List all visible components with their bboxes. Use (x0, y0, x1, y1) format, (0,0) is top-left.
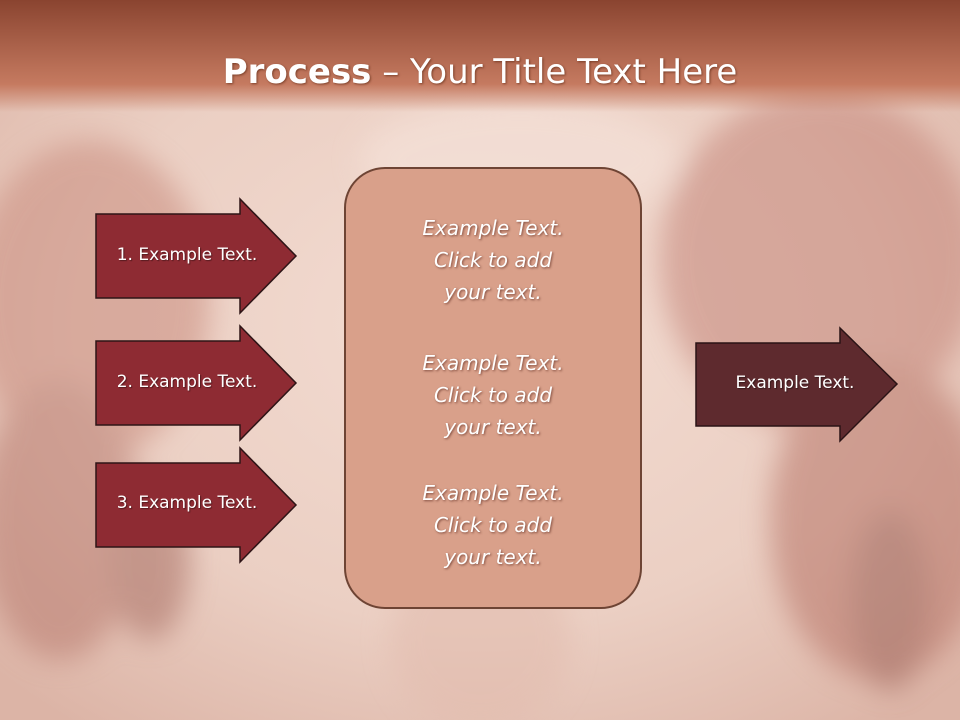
step-label-2: 2. Example Text. (116, 372, 258, 392)
center-line: Example Text. (422, 481, 564, 505)
center-text-block-3[interactable]: Example Text. Click to add your text. (345, 477, 641, 573)
center-line: Click to add (433, 248, 553, 272)
center-box[interactable] (344, 167, 642, 609)
center-line: Example Text. (422, 351, 564, 375)
step-arrow-2[interactable] (95, 324, 298, 442)
step-arrow-1[interactable] (95, 197, 298, 315)
title-band (0, 0, 960, 112)
center-line: your text. (444, 545, 542, 569)
center-line: your text. (444, 280, 542, 304)
title-bold: Process (222, 52, 372, 92)
center-line: Click to add (433, 513, 553, 537)
title-rest: – Your Title Text Here (371, 52, 738, 92)
step-arrow-3[interactable] (95, 446, 298, 564)
center-text-block-1[interactable]: Example Text. Click to add your text. (345, 212, 641, 308)
step-label-1: 1. Example Text. (116, 245, 258, 265)
output-label: Example Text. (735, 373, 855, 393)
step-label-3: 3. Example Text. (116, 493, 258, 513)
center-text-block-2[interactable]: Example Text. Click to add your text. (345, 347, 641, 443)
center-line: your text. (444, 415, 542, 439)
slide-title[interactable]: Process – Your Title Text Here (0, 52, 960, 92)
center-line: Example Text. (422, 216, 564, 240)
output-arrow[interactable] (695, 326, 899, 443)
center-line: Click to add (433, 383, 553, 407)
